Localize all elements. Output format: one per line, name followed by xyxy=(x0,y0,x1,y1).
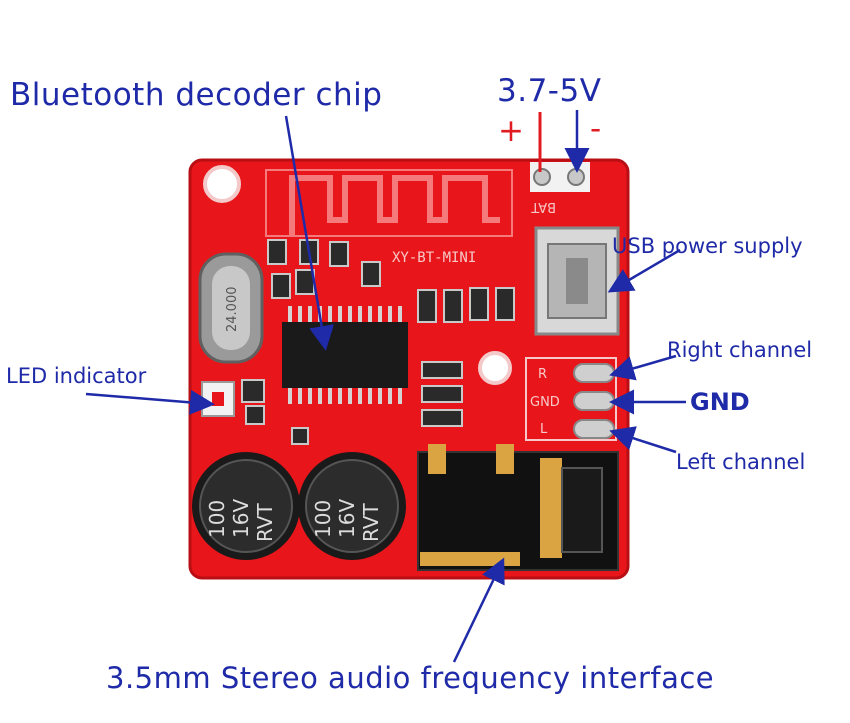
power-pin-minus xyxy=(567,168,585,186)
capacitor-left: 100 16V RVT xyxy=(192,452,300,560)
audio-jack xyxy=(417,444,619,571)
bat-text: BAT xyxy=(531,199,556,214)
pad-r-text: R xyxy=(538,367,547,382)
crystal-text: 24.000 xyxy=(225,287,240,333)
svg-text:16V: 16V xyxy=(335,499,359,538)
usb-port xyxy=(534,226,620,336)
bluetooth-chip xyxy=(282,306,408,404)
callout-arrows xyxy=(85,110,686,663)
label-left-channel: Left channel xyxy=(676,450,806,474)
arrow-right xyxy=(609,354,677,381)
svg-text:RVT: RVT xyxy=(359,503,383,542)
label-usb-power-supply: USB power supply xyxy=(612,234,803,258)
mount-hole-center xyxy=(478,351,512,385)
pad-gnd-text: GND xyxy=(530,395,560,410)
label-led-indicator: LED indicator xyxy=(6,364,147,388)
arrow-jack xyxy=(452,557,505,663)
mount-hole-top-left xyxy=(203,165,241,203)
label-gnd: GND xyxy=(690,388,750,416)
board-model-text: XY-BT-MINI xyxy=(392,250,476,266)
arrow-left xyxy=(609,426,677,454)
svg-text:100: 100 xyxy=(311,500,335,538)
pad-l-text: L xyxy=(540,422,548,437)
label-minus: - xyxy=(590,111,602,147)
label-right-channel: Right channel xyxy=(667,338,813,362)
arrow-usb xyxy=(607,248,681,293)
svg-text:16V: 16V xyxy=(229,499,253,538)
audio-pads xyxy=(525,357,617,441)
svg-text:100: 100 xyxy=(205,500,229,538)
power-pin-plus xyxy=(533,168,551,186)
antenna-trace xyxy=(289,175,500,236)
capacitor-right: 100 16V RVT xyxy=(298,452,406,560)
arrow-led xyxy=(85,389,215,415)
label-plus: + xyxy=(498,113,525,149)
label-voltage: 3.7-5V xyxy=(497,73,602,109)
label-bluetooth-decoder-chip: Bluetooth decoder chip xyxy=(10,77,383,113)
arrow-chip xyxy=(284,115,334,351)
svg-text:RVT: RVT xyxy=(253,503,277,542)
label-jack: 3.5mm Stereo audio frequency interface xyxy=(106,661,715,695)
smd-components xyxy=(241,239,515,445)
